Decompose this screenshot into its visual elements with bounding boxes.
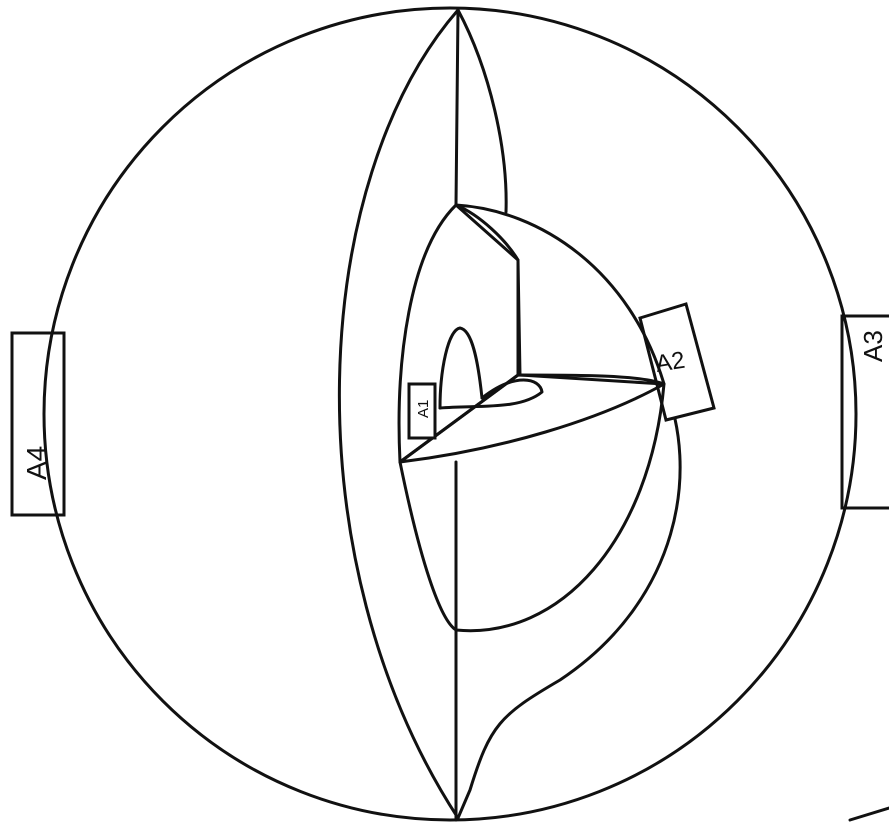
- inner-core-vertical: [440, 328, 482, 408]
- cut-vertical-upper: [456, 10, 458, 205]
- inner-lower-boundary: [400, 384, 664, 631]
- label-a4: A4: [12, 333, 64, 515]
- label-a3-text: A3: [858, 330, 888, 362]
- lower-mantle-bulge: [458, 384, 680, 818]
- mantle-top-cap: [456, 205, 664, 384]
- corner-mark: [850, 808, 889, 820]
- cut-right-curve: [458, 10, 506, 212]
- label-a2-text: A2: [654, 347, 687, 378]
- outer-sphere: [44, 8, 856, 820]
- label-a1: A1: [409, 384, 435, 438]
- label-a1-text: A1: [415, 400, 432, 418]
- label-a2: A2: [640, 304, 714, 420]
